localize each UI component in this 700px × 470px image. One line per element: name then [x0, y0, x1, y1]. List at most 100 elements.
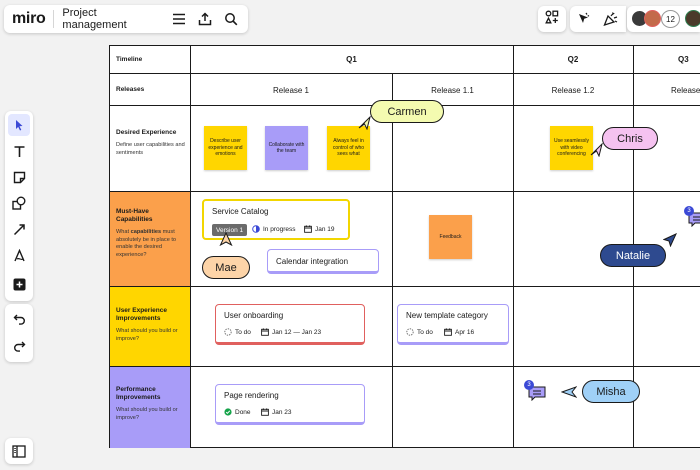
date-text: Jan 12 — Jan 23: [272, 328, 322, 336]
comment-thread[interactable]: 3: [684, 206, 700, 228]
add-icon[interactable]: [8, 273, 30, 295]
cursor-name: Chris: [617, 132, 643, 145]
row-desc-part: What: [116, 229, 131, 235]
row-desc: What capabilities must absolutely be in …: [116, 229, 186, 259]
card-date: Jan 12 — Jan 23: [261, 328, 321, 336]
apps-button[interactable]: [538, 6, 566, 32]
pen-icon[interactable]: [8, 218, 30, 240]
card-status: In progress: [252, 225, 296, 233]
draw-icon[interactable]: [8, 244, 30, 266]
menu-icon[interactable]: [170, 10, 187, 28]
calendar-icon: [261, 408, 269, 416]
tool-rail: [5, 111, 33, 301]
grid-line: [110, 366, 700, 367]
quarter-q2: Q2: [567, 55, 579, 64]
card-page-rendering[interactable]: Page rendering Done Jan 23: [215, 384, 365, 425]
quarter-q3: Q3: [678, 55, 689, 64]
comment-count-badge: 3: [524, 380, 534, 390]
release-next: Release: [671, 86, 700, 95]
grid-line: [190, 46, 191, 448]
avatar[interactable]: [644, 10, 661, 27]
select-icon[interactable]: [8, 114, 30, 136]
board-title[interactable]: Project management: [62, 7, 127, 31]
cursor-name: Natalie: [615, 249, 651, 262]
panel-icon[interactable]: [5, 438, 33, 464]
cursor-carmen-pointer-icon: [358, 116, 371, 130]
sticky-note[interactable]: Use seamlessly with video conferencing: [550, 126, 593, 170]
row-title: Performance Improvements: [116, 386, 161, 401]
avatar[interactable]: [685, 10, 700, 27]
card-new-template-category[interactable]: New template category To do Apr 16: [397, 304, 509, 345]
sticky-note[interactable]: Collaborate with the team: [265, 126, 308, 170]
cursor-name: Mae: [215, 261, 237, 274]
cursor-label-carmen: Carmen: [370, 100, 444, 123]
card-date: Apr 16: [444, 328, 474, 336]
sticky-note[interactable]: Feedback: [429, 215, 472, 259]
share-icon[interactable]: [196, 10, 213, 28]
comment-count-badge: 3: [684, 206, 694, 216]
card-service-catalog[interactable]: Service Catalog Version 1 In progress Ja…: [202, 199, 350, 240]
cursor-natalie-pointer-icon: [663, 233, 677, 247]
status-text: To do: [417, 328, 433, 336]
calendar-icon: [261, 328, 269, 336]
release-1-2: Release 1.2: [551, 86, 595, 95]
timeline-header: Timeline: [116, 56, 186, 64]
miro-logo[interactable]: miro: [12, 10, 46, 27]
row-title: Desired Experience: [116, 129, 177, 136]
card-calendar-integration[interactable]: Calendar integration: [267, 249, 379, 274]
top-toolbar: miro Project management: [4, 5, 248, 33]
collaborator-avatars[interactable]: 12: [627, 6, 700, 32]
row-title: User Experience Improvements: [116, 307, 167, 322]
history-rail: [5, 304, 33, 362]
quarter-q1: Q1: [346, 55, 357, 64]
releases-label: Releases: [116, 86, 145, 93]
toolbar-divider: [53, 10, 55, 28]
date-text: Jan 23: [272, 408, 292, 416]
cursor-label-chris: Chris: [602, 127, 658, 150]
sticky-text: Collaborate with the team: [268, 141, 305, 155]
sticky-note[interactable]: Describe user experience and emotions: [204, 126, 247, 170]
cursor-tool-icon[interactable]: [577, 12, 591, 26]
cursor-label-misha: Misha: [582, 380, 640, 403]
card-status: Done: [224, 408, 251, 416]
release-1-1: Release 1.1: [431, 86, 474, 95]
status-text: To do: [235, 328, 251, 336]
card-status: To do: [406, 328, 433, 336]
search-icon[interactable]: [222, 10, 239, 28]
row-desc: What should you build or improve?: [116, 328, 178, 342]
text-icon[interactable]: [8, 140, 30, 162]
sticky-note-icon[interactable]: [8, 166, 30, 188]
avatar-count[interactable]: 12: [661, 10, 680, 28]
calendar-icon: [304, 225, 312, 233]
sticky-text: Use seamlessly with video conferencing: [553, 138, 589, 158]
date-text: Apr 16: [455, 328, 475, 336]
row-desc-bold: capabilities: [130, 229, 162, 235]
card-title: Service Catalog: [212, 207, 269, 216]
sticky-text: Always feel in control of who sees what: [332, 138, 365, 158]
redo-icon[interactable]: [8, 335, 30, 357]
status-text: Done: [235, 408, 251, 416]
card-date: Jan 23: [261, 408, 292, 416]
shapes-icon[interactable]: [8, 192, 30, 214]
grid-line: [392, 73, 393, 448]
version-chip[interactable]: Version 1: [212, 224, 248, 236]
sticky-note[interactable]: Always feel in control of who sees what: [327, 126, 370, 170]
grid-line: [513, 46, 514, 448]
comment-thread[interactable]: 3: [524, 380, 546, 402]
cursor-mae-pointer-icon: [219, 232, 233, 246]
calendar-icon: [444, 328, 452, 336]
todo-icon: [224, 328, 232, 336]
card-user-onboarding[interactable]: User onboarding To do Jan 12 — Jan 23: [215, 304, 365, 345]
grid-line: [110, 286, 700, 287]
celebrate-icon[interactable]: [603, 12, 619, 26]
row-fill-must-have: [110, 191, 190, 286]
card-title: Calendar integration: [276, 257, 349, 266]
release-1: Release 1: [272, 86, 310, 95]
cursor-label-mae: Mae: [202, 256, 250, 279]
row-header-desired-experience: Desired Experience Define user capabilit…: [116, 129, 186, 157]
card-title: Page rendering: [224, 391, 279, 400]
row-fill-ux: [110, 286, 190, 366]
row-desc: Define user capabilities and sentiments: [116, 142, 185, 156]
collab-tools: [570, 6, 626, 32]
undo-icon[interactable]: [8, 308, 30, 330]
